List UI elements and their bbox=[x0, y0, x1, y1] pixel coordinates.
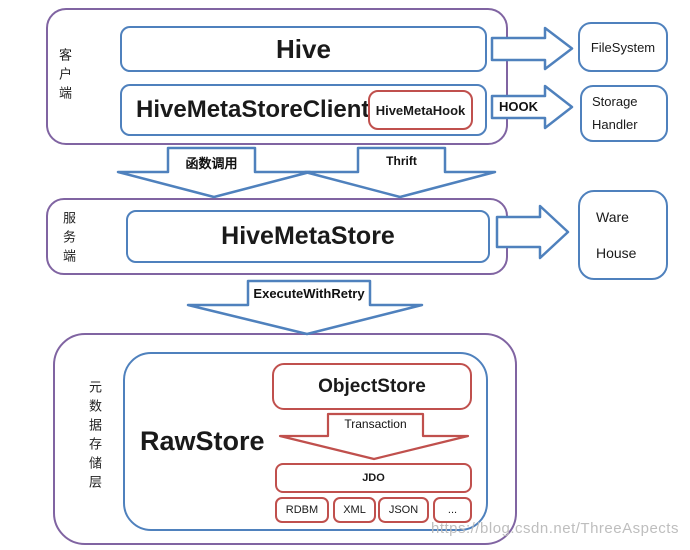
hivemetastore-box: HiveMetaStore bbox=[126, 210, 490, 263]
hivemetastore-label: HiveMetaStore bbox=[221, 222, 395, 250]
backend-xml-label: XML bbox=[343, 504, 366, 516]
backend-json-label: JSON bbox=[388, 504, 419, 516]
client-section-label: 客户端 bbox=[57, 48, 72, 105]
filesystem-label: FileSystem bbox=[590, 39, 656, 55]
hivemetahook-box: HiveMetaHook bbox=[368, 90, 473, 130]
hive-box: Hive bbox=[120, 26, 487, 72]
watermark-text: https://blog.csdn.net/ThreeAspects bbox=[431, 520, 679, 537]
transaction-arrow-label: Transaction bbox=[344, 417, 407, 431]
server-section-label: 服务端 bbox=[61, 211, 76, 268]
filesystem-box: FileSystem bbox=[578, 22, 668, 72]
execute-with-retry-arrow-label: ExecuteWithRetry bbox=[253, 286, 365, 301]
warehouse-line2: House bbox=[596, 245, 637, 261]
storage-handler-line1: Storage bbox=[592, 93, 638, 109]
backend-rdbm-label: RDBM bbox=[285, 504, 319, 516]
warehouse-box: Ware House bbox=[578, 190, 668, 280]
jdo-label: JDO bbox=[362, 472, 385, 484]
backend-json-box: JSON bbox=[378, 497, 429, 523]
warehouse-line1: Ware bbox=[596, 208, 629, 225]
jdo-box: JDO bbox=[275, 463, 472, 493]
hive-box-label: Hive bbox=[276, 33, 331, 64]
backend-more-box: ... bbox=[433, 497, 472, 523]
hook-arrow-label: HOOK bbox=[499, 99, 538, 114]
objectstore-box: ObjectStore bbox=[272, 363, 472, 410]
thrift-arrow-label: Thrift bbox=[386, 154, 417, 168]
rawstore-label: RawStore bbox=[140, 426, 265, 456]
hivemetastoreclient-label: HiveMetaStoreClient bbox=[136, 96, 370, 123]
storage-section-label: 元数据存储层 bbox=[87, 380, 102, 494]
storage-handler-box: Storage Handler bbox=[580, 85, 668, 142]
objectstore-label: ObjectStore bbox=[318, 375, 426, 397]
backend-more-label: ... bbox=[447, 504, 458, 516]
backend-rdbm-box: RDBM bbox=[275, 497, 329, 523]
function-call-arrow-label: 函数调用 bbox=[185, 156, 238, 171]
hivemetahook-label: HiveMetaHook bbox=[375, 102, 466, 118]
backend-xml-box: XML bbox=[333, 497, 376, 523]
storage-handler-line2: Handler bbox=[592, 116, 638, 132]
